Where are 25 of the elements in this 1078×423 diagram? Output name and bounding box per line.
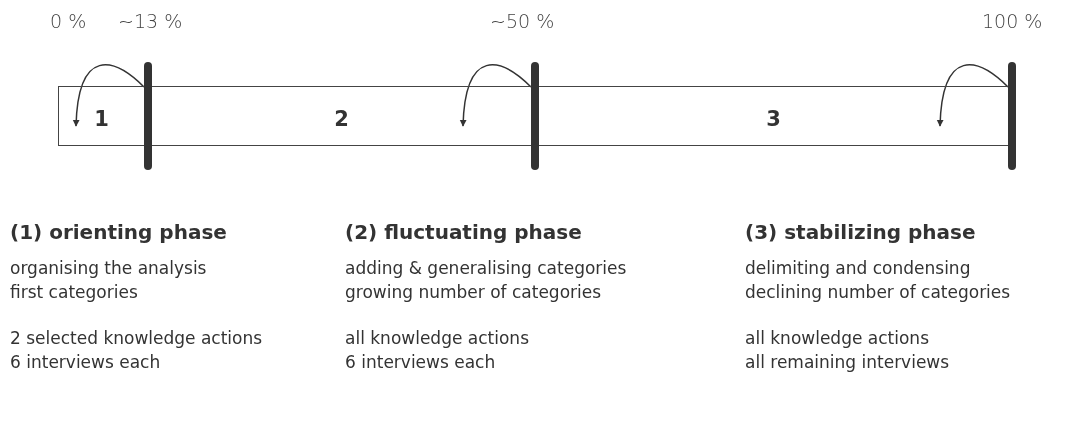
phase-number: 3 [766, 106, 781, 131]
phase-heading: (2) fluctuating phase [345, 220, 582, 244]
phase-description: all knowledge actions [745, 328, 929, 348]
divider-bar [144, 62, 152, 170]
phase-description: 2 selected knowledge actions [10, 328, 263, 348]
phase-description: adding & generalising categories [345, 258, 627, 278]
phase-heading: (1) orienting phase [10, 220, 227, 244]
phase-description: all remaining interviews [745, 352, 950, 372]
divider-bar [531, 62, 539, 170]
phase-description: growing number of categories [345, 282, 602, 302]
divider-bar [1008, 62, 1016, 170]
percentage-label: ~13 % [118, 10, 183, 32]
phase-number: 1 [94, 106, 109, 131]
phase-description: delimiting and condensing [745, 258, 971, 278]
phase-description: 6 interviews each [10, 352, 161, 372]
phase-heading: (3) stabilizing phase [745, 220, 976, 244]
percentage-label: ~50 % [490, 10, 555, 32]
percentage-label: 100 % [982, 10, 1043, 32]
phase-description: all knowledge actions [345, 328, 529, 348]
percentage-label: 0 % [50, 10, 87, 32]
phase-description: first categories [10, 282, 138, 302]
phase-description: declining number of categories [745, 282, 1011, 302]
phase-number: 2 [334, 106, 349, 131]
phase-description: organising the analysis [10, 258, 207, 278]
phase-description: 6 interviews each [345, 352, 496, 372]
